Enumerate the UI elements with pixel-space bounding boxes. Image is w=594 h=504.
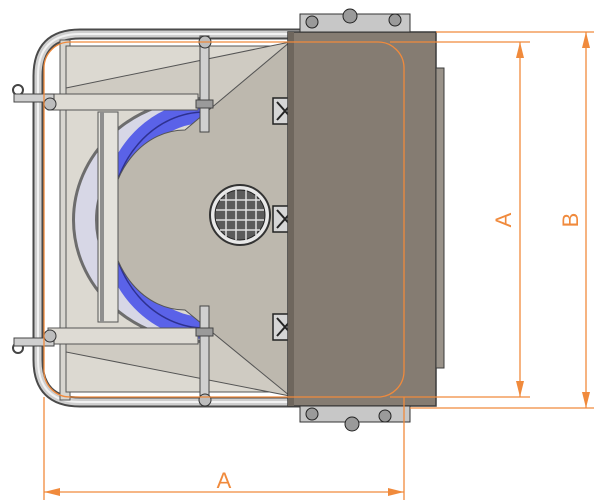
- bolt-head-top-left: [43, 97, 57, 111]
- lid-side-flange: [435, 67, 445, 369]
- top-knob-1: [305, 15, 319, 29]
- upper-rod-nut: [195, 99, 214, 109]
- inner-height-dimension-label: A: [491, 212, 516, 227]
- grille-mesh: [216, 190, 264, 240]
- bolt-head-bottom-left: [43, 329, 57, 343]
- bottom-knob-3: [378, 409, 392, 423]
- circular-grille: [209, 184, 271, 246]
- orange-outline: [43, 41, 405, 398]
- width-arrow-left: [44, 488, 60, 496]
- bottom-knob-2: [344, 416, 360, 432]
- width-dimension-label: A: [217, 468, 232, 493]
- lifting-eye-top-bar: [13, 93, 55, 103]
- lid-bottom-hardware: [299, 405, 411, 432]
- inner-height-arrow-bottom: [516, 381, 524, 397]
- outer-height-arrow-bottom: [582, 392, 590, 408]
- outer-height-dimension-label: B: [558, 213, 583, 228]
- bottom-knob-1: [305, 407, 319, 421]
- lower-crossbar: [47, 327, 199, 345]
- outer-height-arrow-top: [582, 32, 590, 48]
- dimension-arrows: [44, 32, 590, 496]
- lower-rod: [199, 305, 210, 405]
- tubular-frame: [32, 28, 300, 408]
- lid-edge-shadow: [288, 32, 294, 406]
- width-arrow-right: [388, 488, 404, 496]
- lid-top-hardware: [299, 8, 411, 33]
- upper-rod: [199, 35, 210, 133]
- bolt-head-bottom: [198, 393, 212, 407]
- vertical-brace-shadow: [100, 112, 104, 322]
- dark-lid: [287, 31, 437, 407]
- dimension-lines: [43, 31, 594, 500]
- upper-crossbar: [47, 93, 199, 111]
- top-knob-2: [342, 8, 358, 24]
- top-knob-3: [388, 13, 402, 27]
- lifting-eye-bottom-bar: [13, 337, 55, 347]
- inner-height-arrow-top: [516, 42, 524, 58]
- lower-rod-nut: [195, 327, 214, 337]
- grille-face: [214, 189, 266, 241]
